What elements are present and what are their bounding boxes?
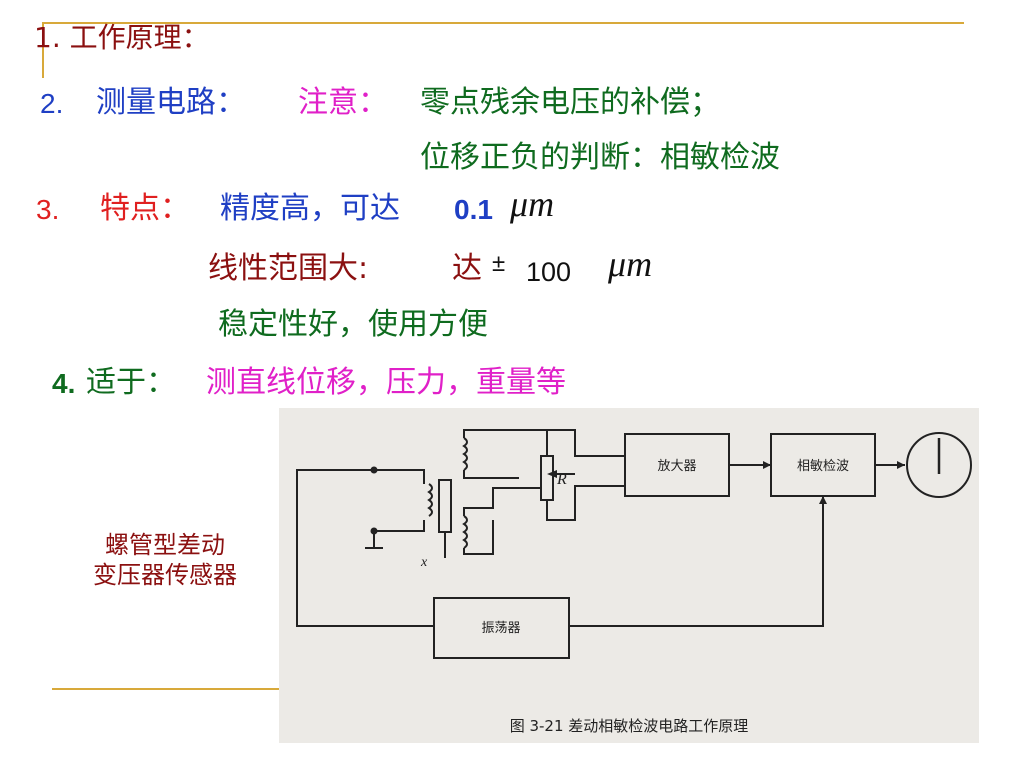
wire-r-to-amp-upper (547, 429, 625, 457)
item3-number: 3. (36, 194, 60, 225)
arrow-wiper (547, 470, 557, 478)
item2-note: 注意： (298, 85, 388, 120)
wire-upper-secondary-return (463, 470, 519, 479)
displacement-label: x (420, 555, 428, 570)
wire-primary-bottom (374, 520, 425, 532)
item2-line1: 零点残余电压的补偿； (420, 85, 720, 120)
bottom-rule (52, 688, 284, 690)
wire-upper-secondary (463, 429, 548, 456)
wire-r-to-amp-lower (546, 485, 625, 521)
meter-dial (906, 432, 972, 498)
item3-label: 特点： (100, 191, 190, 226)
item3-stability: 稳定性好，使用方便 (218, 307, 488, 342)
item3-accuracy-text: 精度高，可达 (220, 191, 400, 226)
item2-line2: 位移正负的判断：相敏检波 (420, 140, 780, 175)
oscillator-label: 振荡器 (481, 621, 520, 636)
arrow-reference (819, 496, 827, 504)
phase-detector-label: 相敏检波 (797, 459, 849, 474)
left-rule (42, 22, 44, 78)
oscillator-box (433, 597, 570, 659)
item3-range-unit: μm (608, 244, 653, 284)
item3-accuracy-value: 0.1 (454, 194, 493, 225)
item4-label: 适于： (86, 365, 176, 400)
wire-oscillator-to-detector (569, 496, 824, 627)
item3-range-text: 达 (452, 251, 482, 286)
terminal-top (370, 466, 378, 474)
secondary-coil-lower (462, 515, 468, 549)
wire-primary-top (374, 469, 425, 484)
top-rule (42, 22, 964, 24)
transformer-core (438, 479, 452, 533)
secondary-coil-upper (462, 437, 468, 471)
item1-heading: 1. 工作原理： (34, 21, 210, 54)
sensor-caption-line2: 变压器传感器 (93, 561, 237, 589)
item4-number: 4. (52, 368, 76, 399)
item2-label: 测量电路： (96, 85, 246, 120)
wire-lower-secondary (463, 487, 541, 516)
amplifier-label: 放大器 (657, 459, 696, 474)
wire-outer-left (296, 469, 434, 627)
item3-range-value: 100 (526, 257, 572, 287)
item2-number: 2. (40, 88, 64, 119)
item3-range-label: 线性范围大: (208, 251, 369, 286)
resistor-label: R (556, 471, 567, 488)
wire-lower-secondary-return (463, 520, 494, 555)
sensor-caption-line1: 螺管型差动 (105, 531, 225, 559)
item3-range-plusminus: ± (492, 250, 506, 277)
arrow-to-detector (763, 461, 771, 469)
item3-accuracy-unit: μm (510, 184, 555, 224)
figure-caption: 图 3-21 差动相敏检波电路工作原理 (510, 717, 749, 735)
primary-coil (427, 483, 433, 517)
resistor-r (540, 455, 554, 501)
arrow-to-meter (897, 461, 905, 469)
sensor-caption: 螺管型差动 变压器传感器 (58, 530, 272, 590)
circuit-diagram-figure: R x 放大器 相敏检波 振荡器 图 3-21 差动相敏检波电路工作原理 (279, 408, 979, 743)
item4-uses: 测直线位移，压力，重量等 (206, 365, 566, 400)
circuit-diagram: R x 放大器 相敏检波 振荡器 图 3-21 差动相敏检波电路工作原理 (296, 429, 972, 735)
